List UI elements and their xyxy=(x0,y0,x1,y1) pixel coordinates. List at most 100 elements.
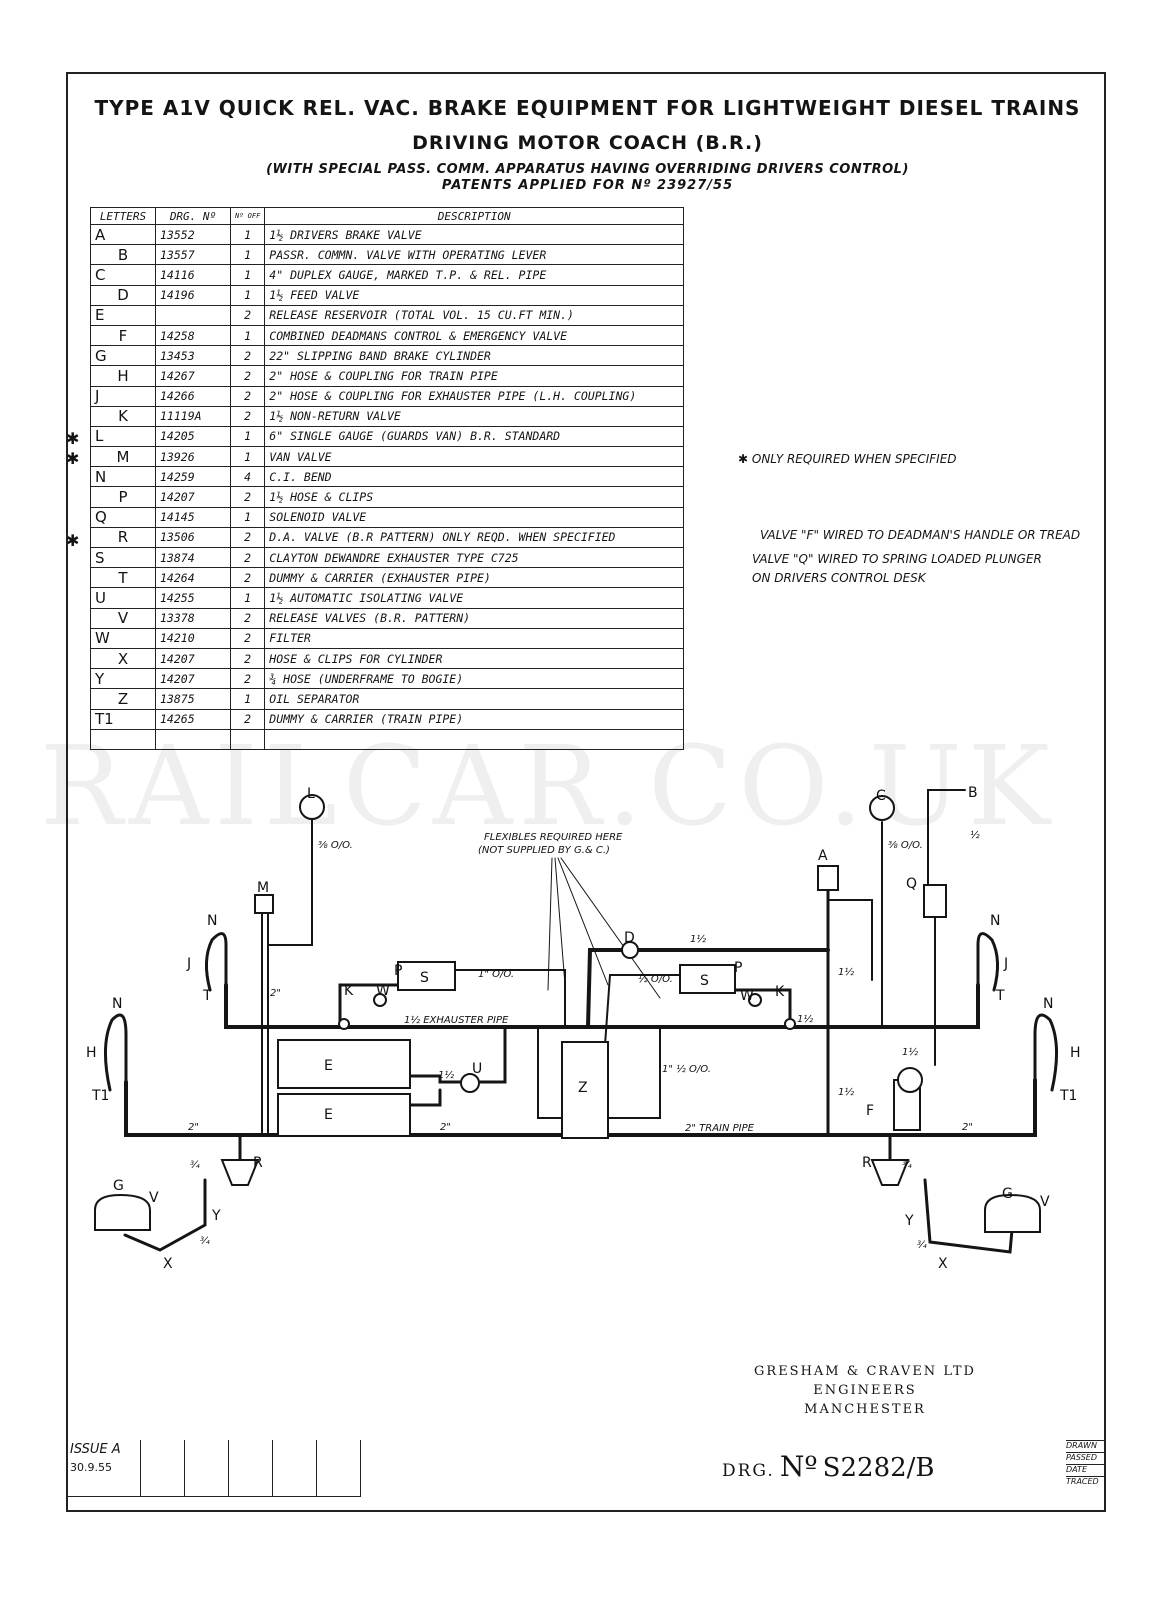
label-g-left: G xyxy=(113,1178,124,1194)
drawing-title: TYPE A1V QUICK REL. VAC. BRAKE EQUIPMENT… xyxy=(94,96,1081,120)
pipe-size-3-8-left: ⅜ O/O. xyxy=(318,840,353,851)
asterisk-icon: ✱ xyxy=(66,449,80,469)
label-x-right: X xyxy=(938,1256,948,1272)
drawing-number: DRG. Nº S2282/B xyxy=(722,1450,935,1483)
issue-cell-blank xyxy=(228,1440,273,1497)
pipe-size-half-b: ½ xyxy=(970,829,980,841)
pipe-size-1-half-d: 1½ xyxy=(690,933,706,945)
pipe-size-1-half-k: 1½ xyxy=(797,1013,813,1025)
exhauster-pipe-label: 1½ EXHAUSTER PIPE xyxy=(404,1014,509,1026)
pipe-size-3-4-left: ¾ xyxy=(190,1160,200,1171)
issue-label: ISSUE A xyxy=(70,1442,121,1457)
hose-h-left xyxy=(103,1013,128,1092)
label-q: Q xyxy=(906,876,917,892)
filter-w-right xyxy=(748,993,762,1007)
pipe-size-2-vertical: 2" xyxy=(270,988,281,999)
exhauster-pipe xyxy=(224,983,980,1029)
drg-number-cell: 14207 xyxy=(155,647,231,670)
valve-f-top xyxy=(897,1067,923,1093)
issue-date: 30.9.55 xyxy=(70,1461,112,1474)
label-s-right: S xyxy=(700,973,709,989)
feed-valve-d xyxy=(621,941,639,959)
issue-cell: ISSUE A 30.9.55 xyxy=(66,1440,141,1497)
part-description: COMBINED DEADMANS CONTROL & EMERGENCY VA… xyxy=(264,324,684,347)
pipe-res-2 xyxy=(408,1088,442,1107)
maker-engineers: ENGINEERS xyxy=(813,1383,917,1398)
rev-passed: PASSED xyxy=(1066,1452,1106,1464)
part-description xyxy=(264,728,684,750)
part-description: PASSR. COMMN. VALVE WITH OPERATING LEVER xyxy=(264,244,684,266)
valve-q-note-2: ON DRIVERS CONTROL DESK xyxy=(752,571,926,585)
drg-number-cell: 14145 xyxy=(155,506,231,528)
label-g-right: G xyxy=(1002,1186,1013,1202)
label-y-left: Y xyxy=(211,1208,221,1224)
label-p-right: P xyxy=(734,960,742,976)
label-z: Z xyxy=(578,1080,588,1096)
pipe-size-1-half-a: 1½ xyxy=(838,966,854,978)
label-n-3: N xyxy=(990,913,1000,929)
drg-number-cell: 13552 xyxy=(155,223,231,246)
solenoid-valve-q xyxy=(923,884,947,918)
pipe-res xyxy=(408,1025,507,1084)
number-off: 2 xyxy=(229,567,266,589)
gauge-l xyxy=(299,794,325,820)
label-n-4: N xyxy=(1043,996,1053,1012)
label-l: L xyxy=(307,786,315,802)
drg-number-cell: 14207 xyxy=(155,486,231,508)
label-x-left: X xyxy=(163,1256,173,1272)
label-p-left: P xyxy=(394,963,402,979)
pipe-s-right-out xyxy=(604,974,681,1046)
pipe-size-2-right: 2" xyxy=(962,1122,973,1133)
pipe-size-1-oo: 1" O/O. xyxy=(478,969,514,980)
van-valve-m xyxy=(254,894,274,914)
maker-name: GRESHAM & CRAVEN LTD xyxy=(754,1364,976,1379)
flexibles-note-2: (NOT SUPPLIED BY G.& C.) xyxy=(478,845,610,856)
part-description: 1½ HOSE & CLIPS xyxy=(264,486,684,508)
drg-number-cell: 14255 xyxy=(155,587,231,609)
patent-note: PATENTS APPLIED FOR Nº 23927/55 xyxy=(441,178,734,193)
drg-number-cell: 13453 xyxy=(155,345,231,367)
pipe-size-3-4-right: ¾ xyxy=(902,1160,912,1171)
revision-block: DRAWN PASSED DATE TRACED xyxy=(1066,1440,1106,1488)
drg-no-symbol: Nº xyxy=(779,1450,818,1483)
pipe-size-3-4-right-2: ¾ xyxy=(917,1240,927,1251)
label-m: M xyxy=(257,880,269,896)
flexible-arrow-4 xyxy=(560,857,661,999)
brake-cylinder-g-left xyxy=(94,1193,151,1231)
label-t-left: T xyxy=(202,988,212,1004)
exhauster-s-left xyxy=(397,961,456,991)
brake-valve-a xyxy=(817,865,839,891)
label-e-1: E xyxy=(324,1058,333,1074)
drawing-subtitle: DRIVING MOTOR COACH (B.R.) xyxy=(412,132,763,154)
number-off: 1 xyxy=(229,587,266,609)
drg-number-cell: 14265 xyxy=(155,708,231,730)
specified-note: ✱ ONLY REQUIRED WHEN SPECIFIED xyxy=(738,452,957,466)
rev-drawn: DRAWN xyxy=(1066,1440,1106,1452)
part-description: ¾ HOSE (UNDERFRAME TO BOGIE) xyxy=(264,668,684,690)
drawing-sheet-border xyxy=(66,72,1106,1512)
label-h-right: H xyxy=(1070,1045,1081,1061)
drg-number-cell: 14259 xyxy=(155,466,231,488)
rev-traced: TRACED xyxy=(1066,1476,1106,1488)
hose-y-right xyxy=(923,1178,1014,1254)
gauge-c xyxy=(869,795,895,821)
label-a: A xyxy=(818,848,828,864)
number-off xyxy=(229,728,266,750)
pipe-b xyxy=(927,789,966,886)
label-k-right: K xyxy=(775,984,785,1000)
pipe-d xyxy=(586,948,830,1029)
non-return-valve-k-right xyxy=(784,1018,796,1030)
pipe-size-1-half-f: 1½ xyxy=(902,1046,918,1058)
flexible-arrow-3 xyxy=(557,857,609,986)
pipe-exh-right xyxy=(733,988,792,1029)
